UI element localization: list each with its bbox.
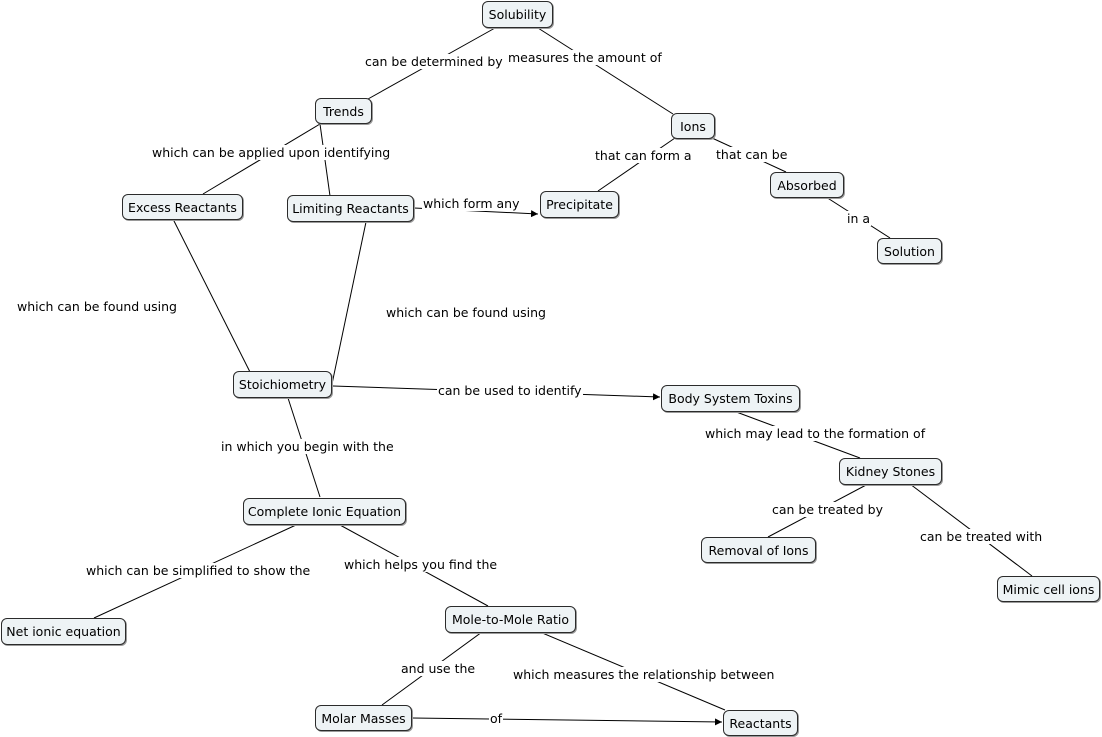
link-label-which-measures-the-relationship-between: which measures the relationship between [512,667,776,682]
edge-trends-limiting [319,123,331,197]
node-mole-to-mole-ratio[interactable]: Mole-to-Mole Ratio [445,606,576,633]
edge-molar-reactants [411,717,723,726]
link-label-in-which-you-begin-with-the: in which you begin with the [220,439,395,454]
link-label-which-can-be-applied-upon-identifying: which can be applied upon identifying [151,145,392,160]
node-limiting-reactants[interactable]: Limiting Reactants [287,195,414,222]
edge-excess-stoichiometry [172,218,251,373]
node-molar-masses[interactable]: Molar Masses [315,705,412,731]
link-label-can-be-used-to-identify: can be used to identify [437,383,583,398]
node-complete-ionic-equation[interactable]: Complete Ionic Equation [243,498,406,525]
node-reactants[interactable]: Reactants [723,710,798,736]
node-mimic-cell-ions[interactable]: Mimic cell ions [997,576,1100,602]
link-label-that-can-form-a: that can form a [594,148,693,163]
link-label-which-can-be-simplified-to-show-the: which can be simplified to show the [85,563,312,578]
link-label-measures-the-amount-of: measures the amount of [507,50,663,65]
link-label-of: of [489,711,504,726]
node-precipitate[interactable]: Precipitate [540,191,619,218]
node-kidney-stones[interactable]: Kidney Stones [839,458,942,485]
node-stoichiometry[interactable]: Stoichiometry [233,371,332,398]
link-label-that-can-be: that can be [715,147,789,162]
link-label-which-can-be-found-using: which can be found using [385,305,547,320]
link-label-and-use-the: and use the [400,661,477,676]
node-solution[interactable]: Solution [877,238,942,264]
node-removal-of-ions[interactable]: Removal of Ions [701,537,816,563]
node-trends[interactable]: Trends [315,98,372,124]
node-ions[interactable]: Ions [671,113,715,139]
edge-limiting-stoichiometry [331,221,367,385]
link-label-which-helps-you-find-the: which helps you find the [343,557,499,572]
node-solubility[interactable]: Solubility [482,1,553,28]
edge-ions-precipitate [597,137,676,192]
node-body-system-toxins[interactable]: Body System Toxins [661,385,800,412]
link-label-can-be-treated-with: can be treated with [919,529,1044,544]
link-label-in-a: in a [846,211,872,226]
link-label-can-be-treated-by: can be treated by [771,502,884,517]
link-label-which-may-lead-to-the-formation-of: which may lead to the formation of [704,426,927,441]
node-net-ionic-equation[interactable]: Net ionic equation [1,618,126,645]
link-label-which-form-any: which form any [422,196,521,211]
node-excess-reactants[interactable]: Excess Reactants [122,194,243,220]
edge-solubility-ions [537,27,674,115]
node-absorbed[interactable]: Absorbed [770,172,844,198]
link-label-which-can-be-found-using: which can be found using [16,299,178,314]
link-label-can-be-determined-by: can be determined by [364,54,504,69]
